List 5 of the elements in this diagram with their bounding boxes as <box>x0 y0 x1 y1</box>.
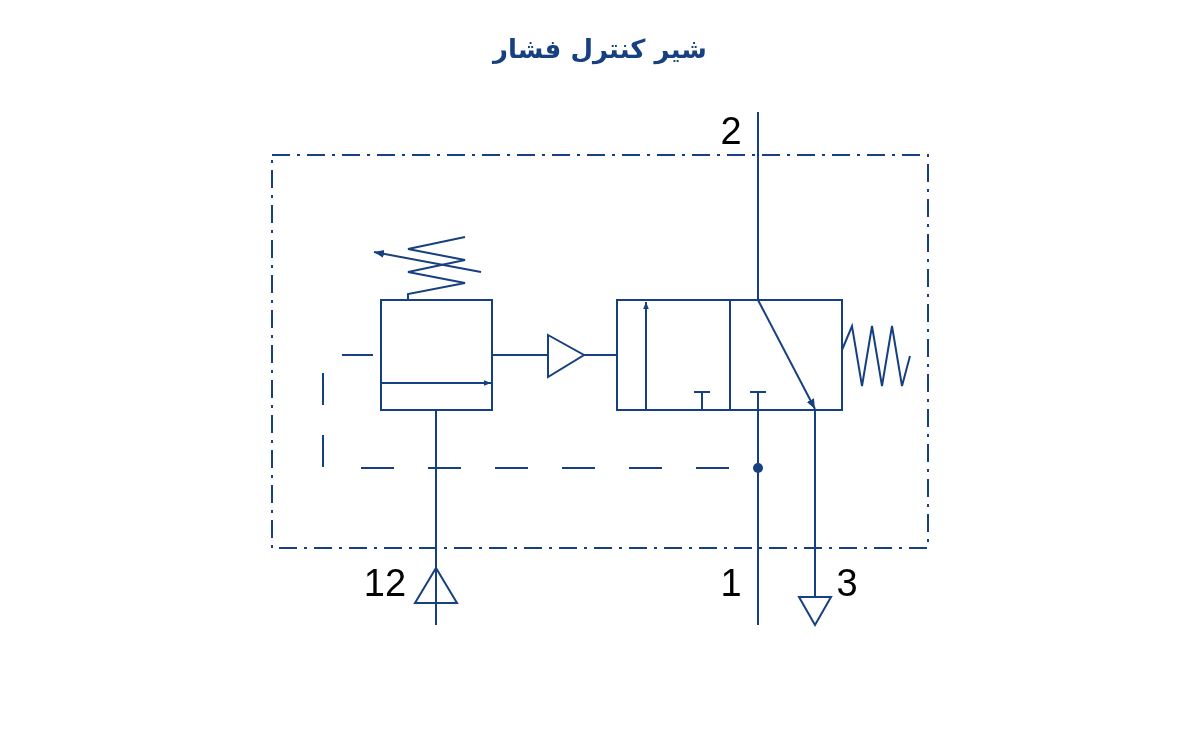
port-number: 2 <box>720 112 742 150</box>
port-number: 1 <box>720 564 742 602</box>
port-number: 12 <box>363 564 407 602</box>
title: شیر کنترل فشار <box>493 34 707 64</box>
port-number: 3 <box>836 564 858 602</box>
